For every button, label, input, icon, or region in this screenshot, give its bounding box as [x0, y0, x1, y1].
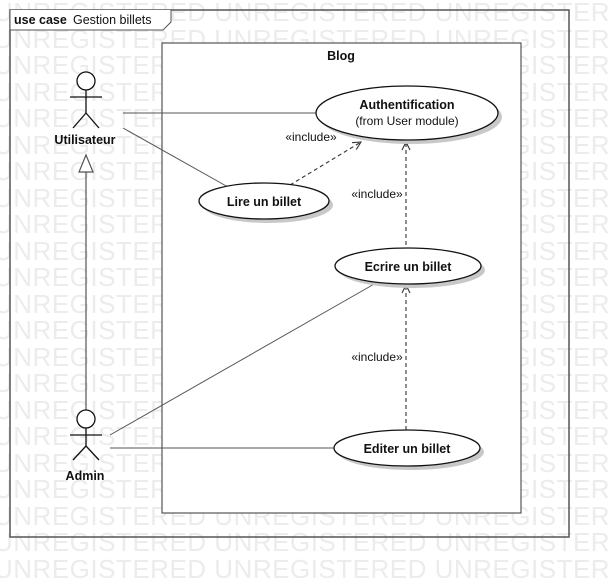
frame-name: Gestion billets [73, 13, 152, 27]
actor-utilisateur-label: Utilisateur [54, 133, 115, 147]
include-label-editer: «include» [351, 350, 403, 364]
actor-admin-label: Admin [66, 469, 105, 483]
actor-utilisateur[interactable]: Utilisateur [54, 71, 116, 147]
usecase-lire-name: Lire un billet [227, 195, 302, 209]
usecase-lire-ellipse [198, 182, 330, 220]
association-admin-ecrire [109, 282, 377, 436]
actor-admin[interactable]: Admin [66, 409, 105, 483]
usecase-editer-name: Editer un billet [364, 442, 452, 456]
include-label-ecrire: «include» [351, 187, 403, 201]
usecase-ecrire[interactable]: Ecrire un billet [334, 247, 485, 288]
actor-utilisateur-figure [70, 71, 102, 129]
usecase-editer[interactable]: Editer un billet [333, 429, 484, 470]
usecase-authentification[interactable]: Authentification (from User module) [315, 85, 502, 144]
usecase-editer-ellipse [333, 429, 481, 467]
frame-tab [9, 10, 172, 31]
frame-keyword: use case [14, 13, 67, 27]
usecase-ecrire-ellipse [334, 247, 482, 285]
watermark-row: UNREGISTERED UNREGISTERED UNREGISTERED U… [0, 553, 610, 578]
usecase-authentification-name: Authentification [359, 98, 454, 112]
diagram-frame [9, 9, 570, 538]
usecase-authentification-ellipse [315, 85, 499, 141]
association-utilisateur-lire [122, 127, 229, 188]
usecase-ecrire-name: Ecrire un billet [365, 260, 453, 274]
usecase-lire[interactable]: Lire un billet [198, 182, 333, 223]
generalization-arrowhead [78, 153, 94, 173]
include-label-lire: «include» [285, 130, 337, 144]
usecase-authentification-from: (from User module) [355, 114, 458, 128]
watermark-row: UNREGISTERED UNREGISTERED UNREGISTERED U… [0, 527, 610, 557]
actor-admin-figure [70, 409, 102, 461]
system-name: Blog [327, 49, 355, 63]
